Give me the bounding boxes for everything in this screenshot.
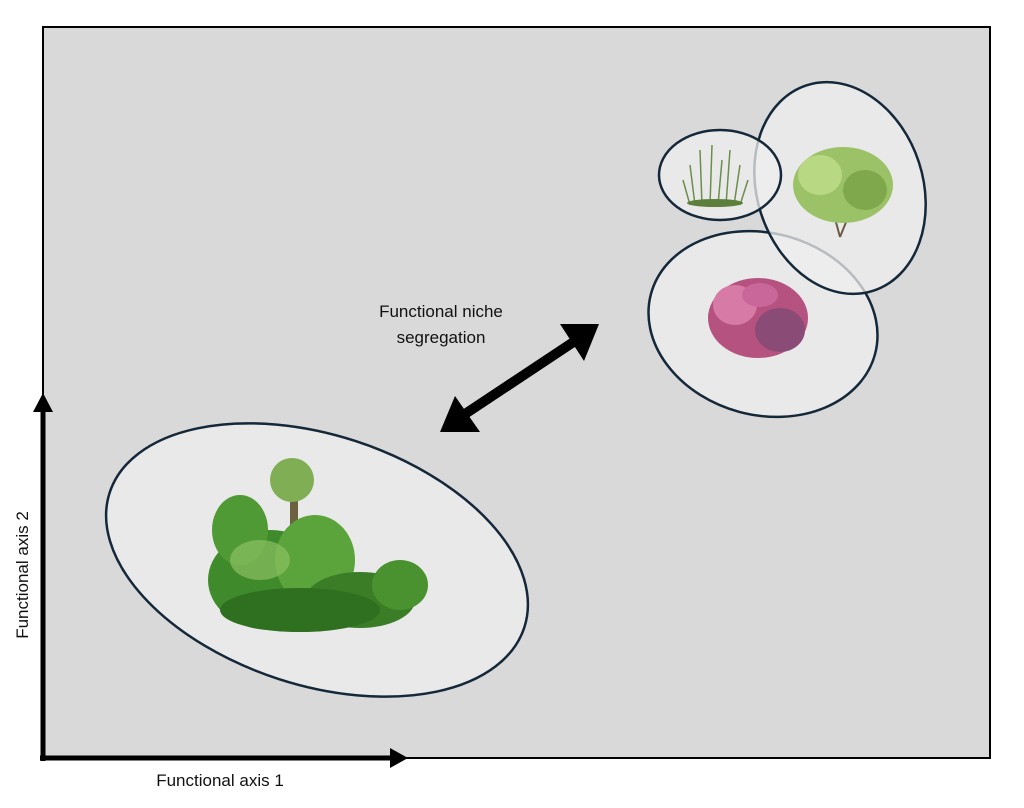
- x-axis-label: Functional axis 1: [156, 771, 284, 790]
- y-axis-arrow: [33, 393, 53, 761]
- palm-cluster-image: [208, 458, 428, 632]
- green-shrub-image: [793, 147, 893, 238]
- y-axis-label: Functional axis 2: [13, 511, 32, 639]
- pink-shrub-image: [708, 278, 808, 358]
- x-axis-arrow: [40, 748, 408, 768]
- grass-tuft-image: [682, 144, 749, 207]
- double-arrow-icon: [440, 324, 599, 432]
- arrow-label-line1: Functional niche: [379, 302, 503, 321]
- arrow-label-line2: segregation: [397, 328, 486, 347]
